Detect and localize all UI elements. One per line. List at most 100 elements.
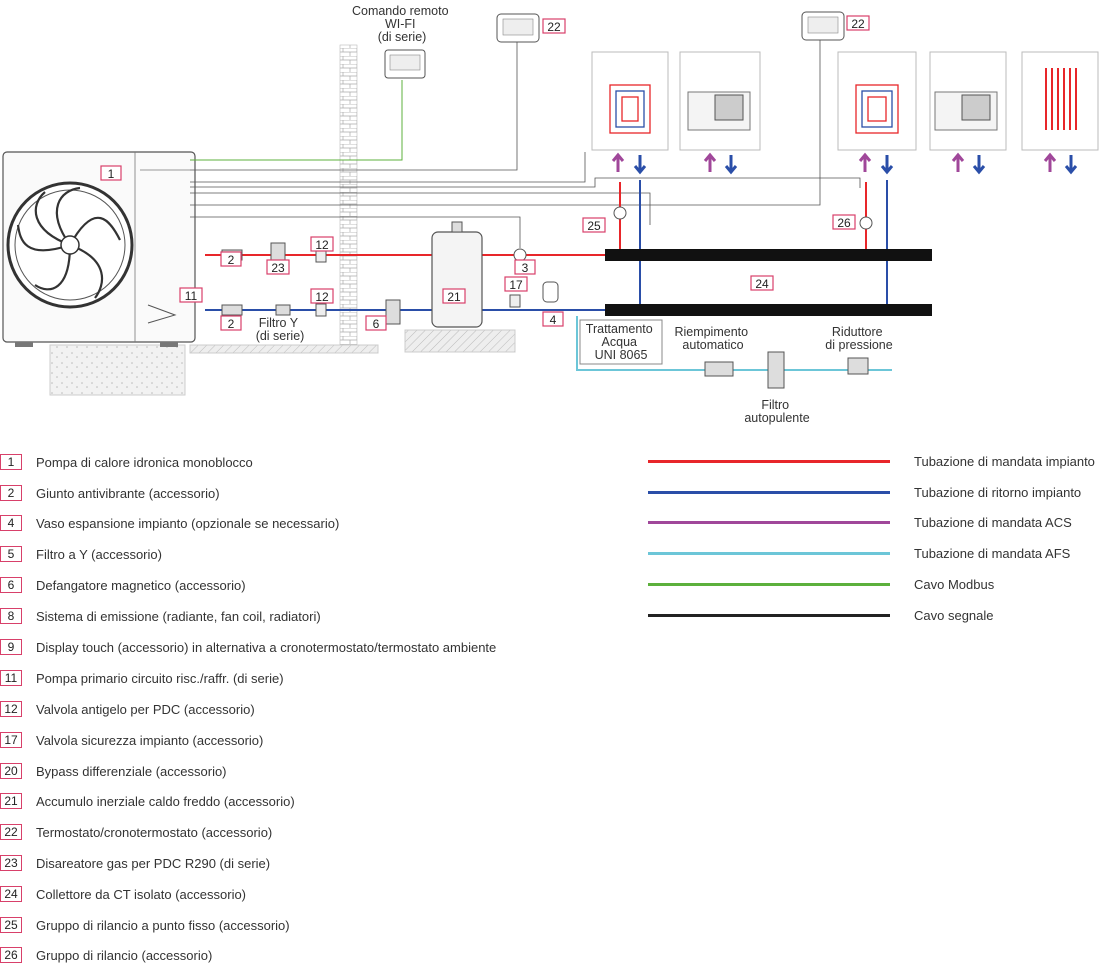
pipe-legend-item: Cavo segnale (648, 605, 1098, 625)
modbus-cable (190, 80, 403, 161)
trattamento-label-3: UNI 8065 (595, 348, 648, 362)
legend-text: Termostato/cronotermostato (accessorio) (36, 824, 273, 840)
legend-text: Gruppo di rilancio (accessorio) (36, 947, 213, 963)
emitter-fancoil-b (929, 51, 1007, 151)
badge-2b-text: 2 (228, 317, 235, 331)
trattamento-label-2: Acqua (602, 335, 637, 349)
legend-number: 6 (0, 577, 22, 593)
legend-text: Pompa di calore idronica monoblocco (36, 454, 253, 470)
legend-item: 5 Filtro a Y (accessorio) (0, 544, 162, 564)
pipe-swatch (648, 490, 890, 494)
pipe-swatch (648, 459, 890, 463)
legend-number: 4 (0, 515, 22, 531)
gauge-26 (859, 216, 873, 230)
badge-12a-text: 12 (315, 238, 329, 252)
hydraulic-diagram: Comando remoto WI-FI (di serie) Filtro Y… (2, 4, 1099, 425)
legend-text: Vaso espansione impianto (opzionale se n… (36, 515, 340, 531)
emitter-arrows (611, 152, 1078, 175)
expansion-vessel (542, 281, 559, 303)
riduttore-label-1: Riduttore (832, 325, 883, 339)
safety-valve (509, 294, 521, 308)
badge-25: 25 (582, 217, 606, 233)
badge-22b: 22 (846, 15, 870, 31)
pipe-swatch (648, 582, 890, 586)
riempimento-label-1: Riempimento (674, 325, 748, 339)
legend-text: Display touch (accessorio) in alternativ… (36, 639, 497, 655)
legend-number: 5 (0, 546, 22, 562)
pipe-swatch (648, 520, 890, 524)
pipe-label: Tubazione di mandata AFS (914, 545, 1071, 561)
badge-22b-text: 22 (851, 17, 865, 31)
badge-24: 24 (750, 275, 774, 291)
auto-fill-valve (704, 361, 734, 377)
badge-21-text: 21 (447, 290, 461, 304)
legend-text: Sistema di emissione (radiante, fan coil… (36, 608, 321, 624)
water-treatment-box (579, 319, 663, 365)
legend-number: 25 (0, 917, 22, 933)
badge-17-text: 17 (509, 278, 523, 292)
legend-number: 23 (0, 855, 22, 871)
legend-text: Filtro a Y (accessorio) (36, 546, 162, 562)
self-cleaning-filter (767, 351, 785, 389)
legend-number: 12 (0, 701, 22, 717)
gauge-25 (613, 206, 627, 220)
antivibration-joint-return (221, 304, 243, 316)
pipe-label: Cavo Modbus (914, 576, 995, 592)
legend-number: 21 (0, 793, 22, 809)
badge-12b-text: 12 (315, 290, 329, 304)
ground-slab (189, 344, 379, 354)
filtro-y-label: Filtro Y (di serie) (256, 316, 305, 343)
pipe-label: Tubazione di ritorno impianto (914, 484, 1082, 500)
legend-number: 26 (0, 947, 22, 963)
badge-24-text: 24 (755, 277, 769, 291)
riempimento-label: Riempimento automatico (674, 325, 751, 352)
filtro-y-label-2: (di serie) (256, 329, 305, 343)
filtro-auto-label-1: Filtro (761, 398, 789, 412)
circulator-pump-3 (513, 248, 527, 262)
badge-21: 21 (442, 288, 466, 304)
legend-item: 9 Display touch (accessorio) in alternati… (0, 637, 496, 657)
degasser-23 (270, 242, 286, 262)
y-filter (275, 304, 291, 316)
badge-6-text: 6 (373, 317, 380, 331)
legend-text: Collettore da CT isolato (accessorio) (36, 886, 247, 902)
badge-4-text: 4 (550, 313, 557, 327)
badge-2b: 2 (220, 315, 242, 331)
badge-2a: 2 (220, 251, 242, 267)
legend-number: 11 (0, 670, 22, 686)
filtro-auto-label: Filtro autopulente (744, 398, 809, 425)
badge-3: 3 (514, 259, 536, 275)
badge-3-text: 3 (522, 261, 529, 275)
legend-number: 2 (0, 485, 22, 501)
badge-4: 4 (542, 311, 564, 327)
badge-2a-text: 2 (228, 253, 235, 267)
antifreeze-valve-return (315, 303, 327, 317)
legend-text: Bypass differenziale (accessorio) (36, 763, 227, 779)
legend-item: 12 Valvola antigelo per PDC (accessorio) (0, 699, 255, 719)
legend-number: 1 (0, 454, 22, 470)
magnetic-separator (385, 299, 401, 325)
pipe-legend-item: Tubazione di mandata impianto (648, 451, 1098, 471)
cold-water-line (576, 316, 892, 371)
legend-number: 9 (0, 639, 22, 655)
emitter-fancoil-a (679, 51, 761, 151)
emitter-radiator (1021, 51, 1099, 151)
pipe-swatch (648, 613, 890, 617)
legend-number: 17 (0, 732, 22, 748)
badge-6: 6 (365, 315, 387, 331)
collector-return (605, 304, 932, 316)
pipe-swatch (648, 551, 890, 555)
legend-text: Valvola antigelo per PDC (accessorio) (36, 701, 255, 717)
tank-base (404, 329, 516, 353)
badge-17: 17 (504, 276, 528, 292)
badge-22a-text: 22 (547, 20, 561, 34)
legend-text: Gruppo di rilancio a punto fisso (access… (36, 917, 290, 933)
brick-wall (339, 44, 358, 351)
